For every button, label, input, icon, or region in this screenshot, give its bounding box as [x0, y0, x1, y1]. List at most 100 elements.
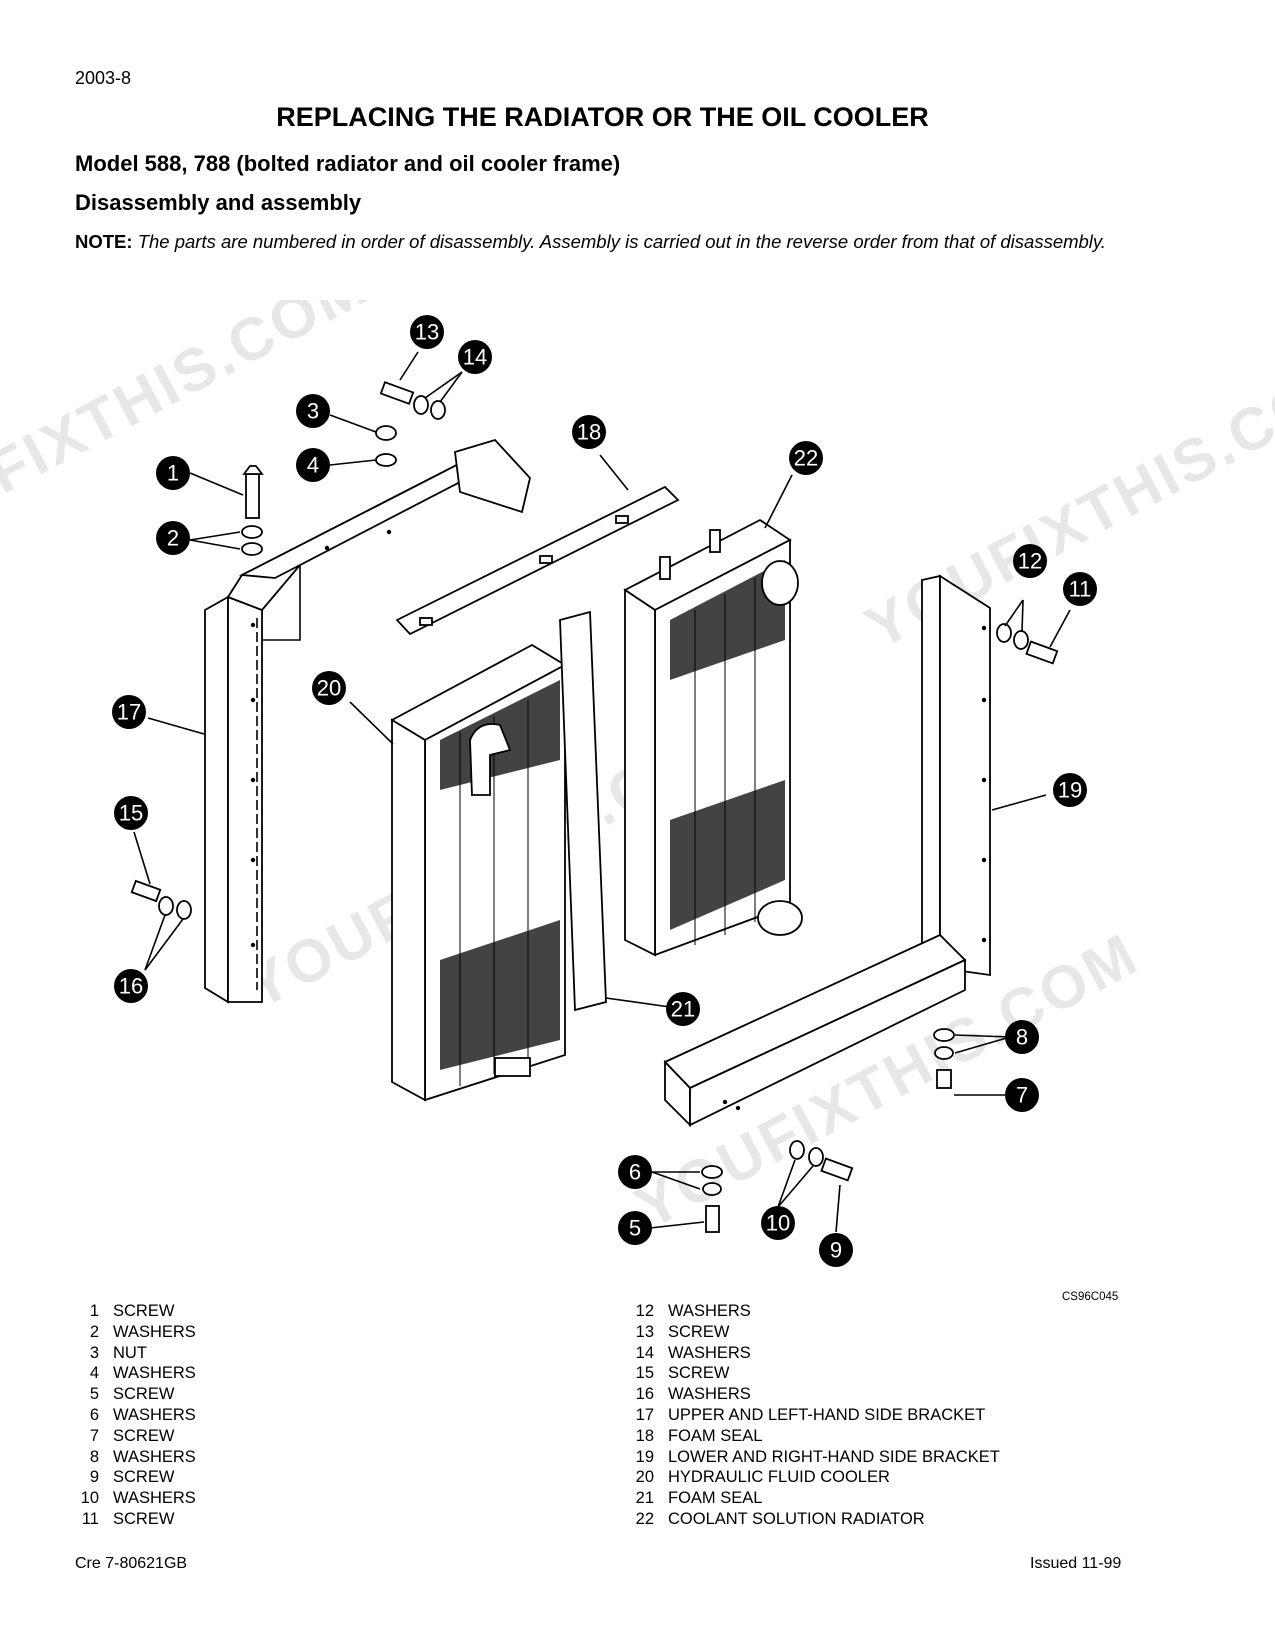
callout-11: 11 [1063, 572, 1097, 606]
svg-text:7: 7 [1016, 1083, 1028, 1108]
callout-20: 20 [312, 671, 346, 705]
callout-16: 16 [114, 969, 148, 1003]
watermark: YOUFIXTHIS.COM [855, 340, 1275, 661]
page-title: REPLACING THE RADIATOR OR THE OIL COOLER [276, 102, 929, 132]
note-text: The parts are numbered in order of disas… [137, 231, 1106, 252]
note-label: NOTE: [75, 231, 133, 252]
svg-text:22: 22 [794, 446, 818, 471]
foam-seal-top [395, 485, 680, 636]
callout-9: 9 [819, 1233, 853, 1267]
callout-13: 13 [410, 315, 444, 349]
part-name: NUT [113, 1343, 147, 1362]
hardware [130, 381, 1059, 1233]
svg-text:15: 15 [119, 801, 143, 826]
part-name: WASHERS [668, 1343, 751, 1362]
svg-text:1: 1 [167, 461, 179, 486]
svg-text:8: 8 [1016, 1025, 1028, 1050]
svg-text:17: 17 [117, 700, 141, 725]
callout-6: 6 [618, 1155, 652, 1189]
svg-text:4: 4 [307, 453, 319, 478]
part-name: WASHERS [113, 1447, 196, 1466]
part-name: SCREW [113, 1509, 175, 1528]
part-name: WASHERS [113, 1364, 196, 1383]
part-number: 7 [89, 1426, 99, 1445]
part-number: 4 [89, 1364, 99, 1383]
part-name: SCREW [668, 1322, 730, 1341]
document-code: Cre 7-80621GB [75, 1555, 188, 1572]
parts-list-item: 16 WASHERS [614, 1384, 1000, 1405]
part-name: WASHERS [668, 1302, 751, 1320]
hydraulic-fluid-cooler [390, 643, 567, 1102]
svg-text:18: 18 [577, 420, 601, 445]
part-number: 18 [635, 1426, 654, 1445]
svg-text:11: 11 [1069, 577, 1092, 602]
part-name: FOAM SEAL [668, 1426, 763, 1445]
part-number: 2 [89, 1322, 99, 1341]
part-number: 1 [89, 1302, 99, 1320]
callout-19: 19 [1053, 773, 1087, 807]
svg-text:19: 19 [1058, 778, 1082, 803]
parts-list-item: 6 WASHERS [66, 1405, 196, 1426]
parts-list-item: 12 WASHERS [614, 1301, 1000, 1322]
callout-17: 17 [112, 695, 146, 729]
figure-code: CS96C045 [1062, 1291, 1119, 1303]
part-name: COOLANT SOLUTION RADIATOR [668, 1509, 925, 1528]
part-number: 14 [635, 1343, 654, 1362]
part-name: SCREW [113, 1468, 175, 1487]
coolant-radiator [623, 518, 803, 957]
parts-list-item: 4 WASHERS [66, 1363, 196, 1384]
part-number: 9 [89, 1468, 99, 1487]
part-number: 10 [80, 1489, 99, 1508]
part-name: WASHERS [113, 1489, 196, 1508]
callout-4: 4 [296, 448, 330, 482]
callout-14: 14 [458, 340, 492, 374]
callout-22: 22 [789, 441, 823, 475]
svg-text:10: 10 [766, 1211, 790, 1236]
part-number: 20 [635, 1468, 654, 1487]
part-name: UPPER AND LEFT-HAND SIDE BRACKET [668, 1405, 986, 1424]
callout-2: 2 [156, 521, 190, 555]
part-number: 3 [89, 1343, 99, 1362]
part-number: 17 [635, 1405, 654, 1424]
svg-text:3: 3 [307, 399, 319, 424]
svg-text:13: 13 [415, 320, 439, 345]
part-name: SCREW [668, 1364, 730, 1383]
leader-lines [133, 351, 1071, 1233]
part-number: 12 [635, 1302, 654, 1320]
parts-list-item: 18 FOAM SEAL [614, 1426, 1000, 1447]
callout-10: 10 [761, 1206, 795, 1240]
part-name: WASHERS [113, 1322, 196, 1341]
svg-text:5: 5 [629, 1216, 641, 1241]
callout-12: 12 [1013, 544, 1047, 578]
part-name: SCREW [113, 1385, 175, 1404]
svg-text:9: 9 [830, 1238, 842, 1263]
callout-7: 7 [1005, 1078, 1039, 1112]
part-name: SCREW [113, 1302, 175, 1320]
parts-list-item: 10 WASHERS [66, 1488, 196, 1509]
callout-5: 5 [618, 1211, 652, 1245]
part-name: LOWER AND RIGHT-HAND SIDE BRACKET [668, 1447, 1000, 1466]
parts-list-item: 1 SCREW [66, 1301, 196, 1322]
part-name: WASHERS [668, 1385, 751, 1404]
part-number: 8 [89, 1447, 99, 1466]
svg-text:2: 2 [167, 526, 179, 551]
part-number: 6 [89, 1405, 99, 1424]
part-name: HYDRAULIC FLUID COOLER [668, 1468, 890, 1487]
part-name: WASHERS [113, 1405, 196, 1424]
page-number: 2003-8 [75, 68, 132, 88]
part-name: FOAM SEAL [668, 1489, 763, 1508]
svg-text:6: 6 [629, 1160, 641, 1185]
parts-list-item: 14 WASHERS [614, 1343, 1000, 1364]
lower-right-bracket [663, 574, 991, 1128]
callout-15: 15 [114, 796, 148, 830]
callout-18: 18 [572, 415, 606, 449]
part-number: 16 [635, 1385, 654, 1404]
callout-21: 21 [666, 992, 700, 1026]
callout-8: 8 [1005, 1020, 1039, 1054]
